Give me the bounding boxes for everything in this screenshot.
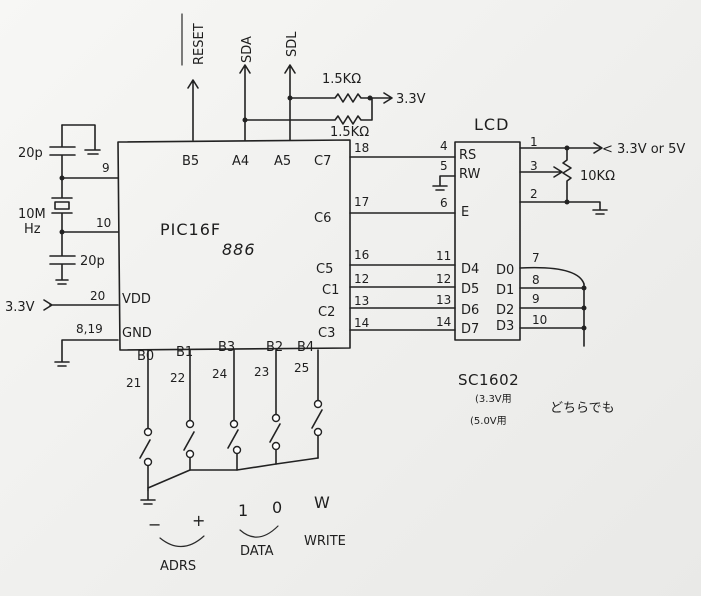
lcd-pin-num-11: 11	[436, 249, 451, 263]
group-label-write: WRITE	[304, 534, 346, 549]
lcd-pin-num-12: 12	[436, 272, 451, 286]
lcd-pin-d5: D5	[461, 282, 479, 297]
top-signals	[187, 64, 296, 141]
lcd-pin-num-10: 10	[532, 313, 547, 327]
pin-label-b1: B1	[176, 345, 193, 360]
pin-label-c1: C1	[322, 283, 339, 298]
pic-chip: PIC16F 886	[117, 139, 351, 351]
pin-label-c5: C5	[316, 262, 333, 277]
lcd-pin-num-7: 7	[532, 251, 540, 265]
pic-pin-10: 10	[96, 216, 111, 230]
pin-label-b0: B0	[137, 349, 154, 364]
lcd-pin-rs: RS	[459, 148, 476, 163]
crystal-value-a: 10M	[18, 207, 46, 222]
lcd-pin-num-3: 3	[530, 159, 538, 173]
pin-label-c7: C7	[314, 154, 331, 169]
switch-label-plus: +	[192, 511, 206, 530]
lcd-pin-e: E	[461, 205, 469, 220]
lcd-pin-d4: D4	[461, 262, 479, 277]
lcd-pin-num-2: 2	[530, 187, 538, 201]
pin-label-c2: C2	[318, 305, 335, 320]
lcd-module	[454, 141, 521, 341]
lcd-pin-num-6: 6	[440, 196, 448, 210]
adrs-brace	[159, 535, 205, 548]
pic-pin-8-19: 8,19	[76, 322, 103, 336]
lcd-pin-d7: D7	[461, 322, 479, 337]
sdl-label: SDL	[285, 31, 300, 57]
lcd-pin-num-8: 8	[532, 273, 540, 287]
lcd-pin-num-14: 14	[436, 315, 451, 329]
crystal-value-b: Hz	[24, 222, 41, 237]
lcd-pin-num-9: 9	[532, 292, 540, 306]
switch-label-minus: −	[148, 515, 162, 534]
switch-label-w: W	[314, 493, 331, 512]
pin-label-gnd: GND	[122, 326, 152, 341]
pic-pin-9: 9	[102, 161, 110, 175]
lcd-pin-num-5: 5	[440, 159, 448, 173]
pin-label-b4: B4	[297, 340, 314, 355]
pic-pin-18: 18	[354, 141, 369, 155]
supply-voltage: 3.3V	[5, 300, 35, 315]
pic-pin-12: 12	[354, 272, 369, 286]
pin-label-a4: A4	[232, 154, 249, 169]
pic-pin-23: 23	[254, 365, 269, 379]
lcd-pin-num-4: 4	[440, 139, 448, 153]
pic-pin-16: 16	[354, 248, 369, 262]
pin-label-b3: B3	[218, 340, 235, 355]
lcd-supply-label: < 3.3V or 5V	[602, 142, 685, 157]
pin-label-b5: B5	[182, 154, 199, 169]
group-label-adrs: ADRS	[160, 559, 196, 574]
pic-model: 886	[222, 240, 256, 259]
lcd-pin-d3: D3	[496, 319, 514, 334]
group-label-data: DATA	[240, 544, 274, 559]
pin-label-c6: C6	[314, 211, 331, 226]
lcd-pin-num-13: 13	[436, 293, 451, 307]
data-brace	[239, 525, 279, 538]
switch-label-zero: 0	[272, 498, 283, 517]
lcd-pin-num-1: 1	[530, 135, 538, 149]
cap-c1-value: 20p	[18, 146, 43, 161]
lcd-note-tail: どちらでも	[550, 401, 615, 416]
pullup-vcc: 3.3V	[396, 92, 426, 107]
lcd-model: SC1602	[458, 371, 519, 389]
pic-name: PIC16F	[160, 220, 221, 239]
lcd-pin-d1: D1	[496, 283, 514, 298]
lcd-pin-rw: RW	[459, 167, 481, 182]
switch-label-one: 1	[238, 501, 249, 520]
pin-label-c3: C3	[318, 326, 335, 341]
lcd-note-line2: (5.0V用	[470, 416, 507, 427]
pin-label-b2: B2	[266, 340, 283, 355]
sda-label: SDA	[240, 36, 255, 63]
lcd-pin-d0: D0	[496, 263, 514, 278]
pullup-r2-value: 1.5KΩ	[330, 125, 369, 140]
cap-c2-value: 20p	[80, 254, 105, 269]
pullup-resistors	[242, 92, 393, 125]
oscillator-circuit	[49, 124, 119, 285]
lcd-pot-value: 10KΩ	[580, 169, 615, 184]
pic-pin-24: 24	[212, 367, 227, 381]
pic-pin-13: 13	[354, 294, 369, 308]
lcd-pin-d6: D6	[461, 303, 479, 318]
lcd-note-line1: (3.3V用	[475, 394, 512, 405]
lcd-pin-d2: D2	[496, 303, 514, 318]
pic-pin-21: 21	[126, 376, 141, 390]
pin-label-a5: A5	[274, 154, 291, 169]
pullup-r1-value: 1.5KΩ	[322, 72, 361, 87]
pin-label-vdd: VDD	[122, 292, 151, 307]
lcd-data-low-bus	[519, 266, 587, 347]
pic-pin-14: 14	[354, 316, 369, 330]
pic-lcd-wiring	[349, 156, 456, 331]
pic-pin-22: 22	[170, 371, 185, 385]
lcd-power-contrast	[519, 142, 608, 215]
reset-label: RESET	[192, 23, 207, 65]
power-lines	[43, 299, 119, 367]
lcd-title: LCD	[474, 115, 509, 134]
pushbutton-switches	[139, 349, 323, 505]
pic-pin-20: 20	[90, 289, 105, 303]
pic-pin-25: 25	[294, 361, 309, 375]
pic-pin-17: 17	[354, 195, 369, 209]
